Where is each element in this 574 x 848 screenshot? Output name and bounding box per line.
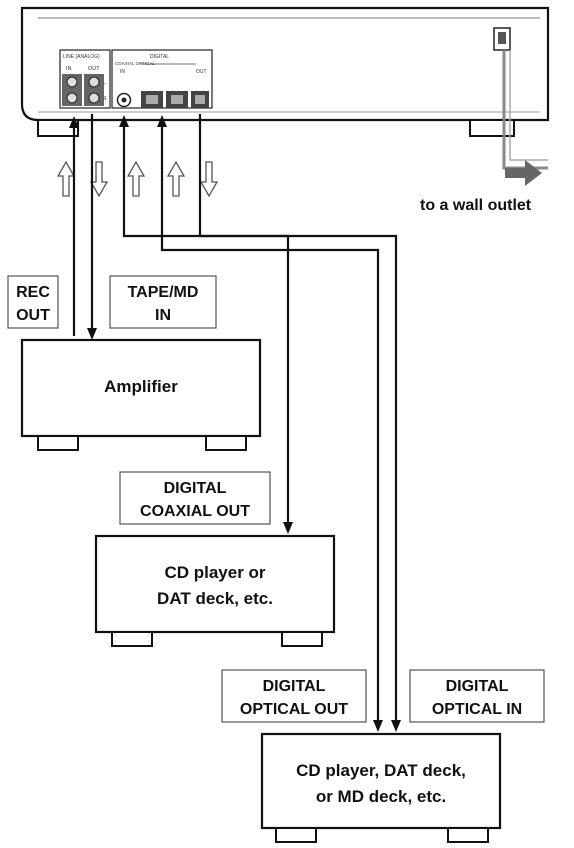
- cd-dat-md-label-line2: or MD deck, etc.: [316, 787, 446, 806]
- signal-arrow-analog-in-icon: [56, 160, 76, 197]
- cable-digital-optical-out: [160, 126, 380, 722]
- svg-text:DIGITAL: DIGITAL: [446, 678, 509, 695]
- cd-dat-foot-left: [111, 631, 153, 647]
- channel-l-label: L: [103, 80, 106, 86]
- analog-out-l-jack: [88, 76, 100, 88]
- svg-text:IN: IN: [155, 307, 171, 324]
- signal-arrow-optical-in-icon: [166, 160, 186, 197]
- channel-r-label: R: [103, 96, 107, 102]
- analog-out-r-jack: [88, 92, 100, 104]
- device-cd-dat-player: CD player or DAT deck, etc.: [94, 534, 336, 647]
- analog-in-l-jack: [66, 76, 78, 88]
- analog-out-label: OUT: [88, 66, 100, 72]
- amplifier-foot-left: [37, 435, 79, 451]
- cd-dat-label-line2: DAT deck, etc.: [157, 589, 273, 608]
- analog-in-label: IN: [66, 66, 72, 72]
- analog-group-label: LINE (ANALOG): [63, 54, 100, 60]
- svg-text:OPTICAL IN: OPTICAL IN: [432, 701, 522, 718]
- cd-dat-foot-right: [281, 631, 323, 647]
- digital-in-label: IN: [120, 69, 125, 75]
- digital-out-label: OUT: [196, 69, 207, 75]
- digital-group-label: DIGITAL: [150, 54, 169, 60]
- label-tape-md-in: TAPE/MD IN: [109, 275, 217, 329]
- svg-text:COAXIAL OUT: COAXIAL OUT: [140, 503, 250, 520]
- amplifier-label: Amplifier: [104, 377, 178, 396]
- signal-arrow-optical-out-icon: [199, 161, 219, 198]
- signal-arrow-analog-out-icon: [89, 161, 109, 198]
- unit-foot-right: [469, 119, 515, 137]
- svg-text:TAPE/MD: TAPE/MD: [128, 284, 199, 301]
- svg-text:DIGITAL: DIGITAL: [263, 678, 326, 695]
- label-digital-coaxial-out: DIGITAL COAXIAL OUT: [119, 471, 271, 525]
- label-digital-optical-out: DIGITAL OPTICAL OUT: [221, 669, 367, 723]
- amplifier-foot-right: [205, 435, 247, 451]
- svg-text:REC: REC: [16, 284, 50, 301]
- cd-dat-md-label-line1: CD player, DAT deck,: [296, 761, 466, 780]
- signal-arrow-coaxial-in-icon: [126, 160, 146, 197]
- cable-digital-optical-in: [198, 114, 398, 722]
- unit-rear-panel: LINE (ANALOG) IN OUT L R DIGITAL COAXIAL…: [20, 6, 550, 137]
- cd-dat-label-line1: CD player or: [164, 563, 265, 582]
- cd-dat-md-foot-right: [447, 827, 489, 843]
- cd-dat-md-foot-left: [275, 827, 317, 843]
- svg-text:OUT: OUT: [16, 307, 50, 324]
- label-digital-optical-in: DIGITAL OPTICAL IN: [409, 669, 545, 723]
- digital-sub-label: COAXIAL OPTICAL: [115, 61, 155, 66]
- digital-jack-panel: DIGITAL COAXIAL OPTICAL IN OUT: [111, 49, 213, 109]
- svg-text:DIGITAL: DIGITAL: [164, 480, 227, 497]
- wall-outlet-label: to a wall outlet: [420, 197, 532, 214]
- device-cd-dat-md: CD player, DAT deck, or MD deck, etc.: [260, 732, 502, 843]
- svg-text:OPTICAL OUT: OPTICAL OUT: [240, 701, 348, 718]
- analog-jack-panel: LINE (ANALOG) IN OUT L R: [59, 49, 111, 109]
- label-rec-out: REC OUT: [7, 275, 59, 329]
- analog-in-r-jack: [66, 92, 78, 104]
- device-amplifier: Amplifier: [20, 338, 262, 451]
- wall-outlet-arrow-icon: [505, 160, 542, 186]
